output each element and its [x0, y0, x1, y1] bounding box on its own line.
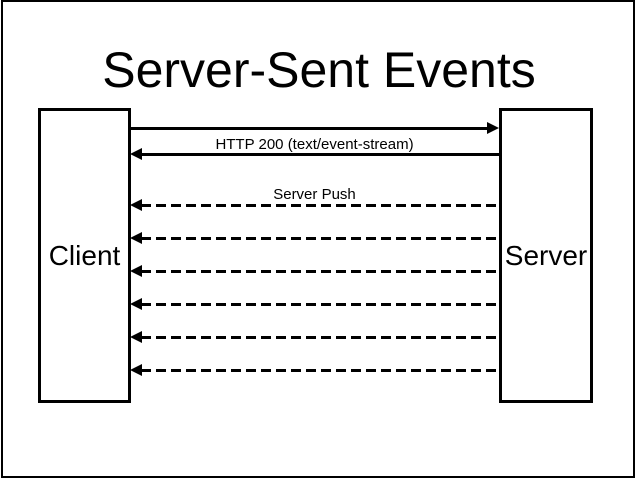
push-arrow-dashed-line — [141, 368, 499, 372]
push-arrow-dashed-line — [141, 203, 499, 207]
server-push-arrow — [130, 232, 499, 244]
server-push-arrow — [130, 364, 499, 376]
http-response-arrow — [130, 148, 499, 160]
server-push-arrow — [130, 199, 499, 211]
client-box: Client — [38, 108, 131, 403]
http-request-arrow — [130, 122, 499, 134]
arrowhead-left-icon — [130, 199, 142, 211]
arrowhead-left-icon — [130, 232, 142, 244]
server-push-arrow — [130, 331, 499, 343]
response-arrow-line — [141, 152, 499, 156]
arrowhead-left-icon — [130, 364, 142, 376]
server-label: Server — [504, 239, 588, 271]
arrowhead-left-icon — [130, 148, 142, 160]
client-label: Client — [48, 239, 121, 271]
push-arrow-dashed-line — [141, 335, 499, 339]
request-arrow-line — [130, 126, 488, 130]
server-push-arrow — [130, 265, 499, 277]
response-arrow-label: HTTP 200 (text/event-stream) — [215, 136, 414, 153]
arrowhead-right-icon — [487, 122, 499, 134]
slide-title: Server-Sent Events — [102, 42, 536, 98]
arrowhead-left-icon — [130, 331, 142, 343]
push-arrow-dashed-line — [141, 302, 499, 306]
server-push-arrow — [130, 298, 499, 310]
arrowhead-left-icon — [130, 265, 142, 277]
push-arrow-dashed-line — [141, 236, 499, 240]
server-box: Server — [499, 108, 593, 403]
server-push-label: Server Push — [273, 186, 356, 203]
arrowhead-left-icon — [130, 298, 142, 310]
push-arrow-dashed-line — [141, 269, 499, 273]
